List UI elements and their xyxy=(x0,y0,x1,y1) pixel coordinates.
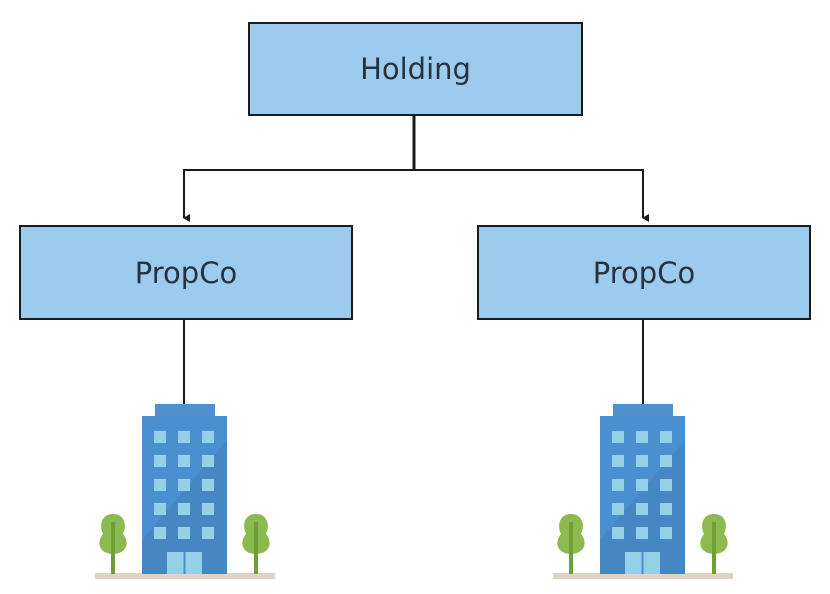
window-icon xyxy=(178,479,190,491)
window-icon xyxy=(660,503,672,515)
ground-icon xyxy=(95,573,275,579)
window-icon xyxy=(612,455,624,467)
window-icon xyxy=(660,431,672,443)
window-icon xyxy=(178,503,190,515)
window-icon xyxy=(612,503,624,515)
window-icon xyxy=(202,479,214,491)
door-divider xyxy=(641,552,644,574)
window-icon xyxy=(636,527,648,539)
window-icon xyxy=(636,479,648,491)
window-icon xyxy=(178,431,190,443)
window-icon xyxy=(154,503,166,515)
window-icon xyxy=(202,503,214,515)
window-icon xyxy=(202,527,214,539)
ground-icon xyxy=(553,573,733,579)
propco-right-label: PropCo xyxy=(592,255,696,290)
tree-right-icon-trunk xyxy=(712,522,716,574)
propco-left-label: PropCo xyxy=(134,255,238,290)
window-icon xyxy=(636,431,648,443)
window-icon xyxy=(660,479,672,491)
door-divider xyxy=(183,552,186,574)
window-icon xyxy=(154,527,166,539)
tree-left-icon-trunk xyxy=(111,522,115,574)
window-icon xyxy=(154,455,166,467)
window-icon xyxy=(636,503,648,515)
building-roof xyxy=(155,404,215,417)
building-roof xyxy=(613,404,673,417)
window-icon xyxy=(612,527,624,539)
propco-left-node: PropCo xyxy=(19,225,353,320)
window-icon xyxy=(178,455,190,467)
tree-right-icon-trunk xyxy=(254,522,258,574)
window-icon xyxy=(612,431,624,443)
holding-label: Holding xyxy=(360,52,471,86)
window-icon xyxy=(202,455,214,467)
office-building-icon xyxy=(95,404,275,579)
window-icon xyxy=(660,455,672,467)
window-icon xyxy=(154,431,166,443)
window-icon xyxy=(202,431,214,443)
window-icon xyxy=(636,455,648,467)
window-icon xyxy=(660,527,672,539)
window-icon xyxy=(612,479,624,491)
window-icon xyxy=(154,479,166,491)
holding-node: Holding xyxy=(248,22,583,116)
window-icon xyxy=(178,527,190,539)
tree-left-icon-trunk xyxy=(569,522,573,574)
propco-right-node: PropCo xyxy=(477,225,811,320)
office-building-icon xyxy=(553,404,733,579)
